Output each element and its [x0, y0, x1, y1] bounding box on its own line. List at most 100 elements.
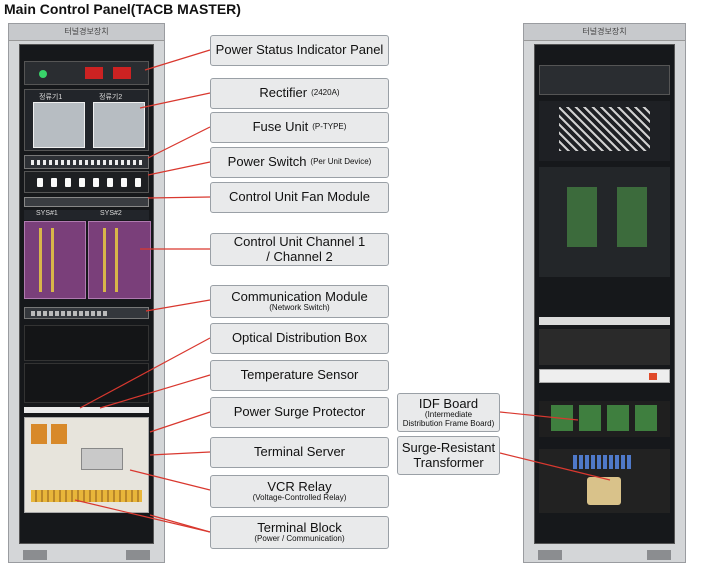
label-rectifier: Rectifier (2420A) — [210, 78, 389, 109]
channel-card — [103, 228, 106, 292]
label-line-1: Surge-Resistant — [401, 440, 496, 456]
label-communication-module: Communication Module (Network Switch) — [210, 285, 389, 318]
label-power-status-indicator-panel: Power Status Indicator Panel — [210, 35, 389, 66]
cabinet-foot — [126, 550, 150, 560]
switch-icon — [65, 178, 71, 187]
control-unit-channel-2 — [88, 221, 151, 299]
rear-shelf — [539, 317, 670, 325]
label-main-text: Rectifier — [259, 85, 308, 101]
power-switch-icon — [649, 373, 657, 380]
leader-line-terminal-block-2 — [74, 499, 211, 533]
label-main-text: Power Status Indicator Panel — [215, 42, 384, 58]
leader-line-fan-module — [147, 196, 211, 199]
transformer-unit — [539, 449, 670, 513]
rear-power-shelf — [539, 65, 670, 95]
label-power-switch: Power Switch (Per Unit Device) — [210, 147, 389, 178]
idf-board-unit — [539, 401, 670, 437]
rear-wiring-bundle — [539, 101, 670, 161]
green-board — [567, 187, 597, 247]
leader-line-surge-protector — [149, 411, 211, 433]
label-idf-board: IDF Board (Intermediate Distribution Fra… — [397, 393, 500, 432]
channel-card — [115, 228, 118, 292]
green-board — [617, 187, 647, 247]
switch-icon — [121, 178, 127, 187]
front-rack-interior: 정류기1 정류기2 SYS#1 SYS#2 — [19, 44, 154, 544]
leader-line-idf-board — [499, 411, 579, 421]
relay-bank — [81, 448, 123, 470]
power-strip — [539, 369, 670, 383]
label-power-surge-protector: Power Surge Protector — [210, 397, 389, 428]
transformer-body — [587, 477, 621, 505]
rear-cable-area — [539, 329, 670, 365]
channel-card — [39, 228, 42, 292]
page-title: Main Control Panel(TACB MASTER) — [4, 1, 241, 17]
label-main-text: Fuse Unit — [252, 119, 309, 135]
label-sub-text: (Network Switch) — [269, 303, 330, 313]
switch-icon — [93, 178, 99, 187]
meter-display-icon — [85, 67, 103, 79]
switch-icon — [135, 178, 141, 187]
leader-line-power-switch — [147, 161, 211, 176]
cabinet-foot — [23, 550, 47, 560]
leader-line-fuse-unit — [147, 126, 211, 159]
meter-display-icon — [113, 67, 131, 79]
label-sub-text-1: (Intermediate — [424, 409, 473, 419]
rectifier-2-module — [93, 102, 145, 148]
channel-card — [51, 228, 54, 292]
rear-cabinet: 터널경보장치 — [523, 23, 686, 563]
switch-icon — [107, 178, 113, 187]
label-main-text: Control Unit Fan Module — [229, 189, 370, 205]
label-control-unit-channel: Control Unit Channel 1 / Channel 2 — [210, 233, 389, 266]
label-vcr-relay: VCR Relay (Voltage-Controlled Relay) — [210, 475, 389, 508]
leader-line-vcr-relay — [129, 469, 211, 491]
label-main-text: Power Surge Protector — [233, 404, 366, 420]
label-line-1: Control Unit Channel 1 — [233, 234, 366, 250]
label-control-unit-fan-module: Control Unit Fan Module — [210, 182, 389, 213]
label-fuse-unit: Fuse Unit (P-TYPE) — [210, 112, 389, 143]
rectifier-unit: 정류기1 정류기2 — [24, 89, 149, 151]
fan-module-unit — [24, 197, 149, 207]
label-temperature-sensor: Temperature Sensor — [210, 360, 389, 391]
leader-line-rectifier — [139, 92, 211, 109]
control-unit-header: SYS#1 SYS#2 — [24, 210, 149, 220]
transformer-terminal — [573, 455, 633, 469]
cabinet-header: 터널경보장치 — [524, 24, 685, 41]
switch-icon — [51, 178, 57, 187]
switch-ports — [31, 311, 108, 316]
label-main-text: Power Switch — [227, 154, 307, 170]
label-surge-resistant-transformer: Surge-Resistant Transformer — [397, 436, 500, 475]
cabinet-foot — [647, 550, 671, 560]
label-line-2: Transformer — [413, 454, 484, 470]
surge-protector-module — [31, 424, 47, 444]
label-main-text: IDF Board — [418, 395, 479, 411]
rectifier-2-label: 정류기2 — [99, 94, 123, 101]
front-cabinet: 터널경보장치 정류기1 정류기2 — [8, 23, 165, 563]
idf-module — [635, 405, 657, 431]
label-main-text: VCR Relay — [267, 478, 332, 494]
blank-panel — [24, 363, 149, 403]
leader-line-temp-sensor — [99, 374, 211, 409]
label-main-text: Temperature Sensor — [240, 367, 359, 383]
label-main-text: Terminal Block — [257, 519, 342, 535]
idf-module — [607, 405, 629, 431]
label-inline-text: (2420A) — [311, 88, 340, 98]
sys1-label: SYS#1 — [36, 210, 58, 217]
cabinet-foot — [538, 550, 562, 560]
label-terminal-server: Terminal Server — [210, 437, 389, 468]
label-sub-text: (Power / Communication) — [254, 534, 345, 544]
terminal-block-row — [31, 490, 142, 502]
label-main-text: Terminal Server — [253, 444, 346, 460]
power-status-panel-unit — [24, 61, 149, 85]
label-inline-text: (Per Unit Device) — [310, 157, 372, 167]
network-switch-unit — [24, 307, 149, 319]
optical-distribution-box-unit — [24, 325, 149, 361]
rectifier-1-module — [33, 102, 85, 148]
terminal-area — [24, 417, 149, 513]
control-unit-channel-1 — [24, 221, 86, 299]
rear-board-area — [539, 167, 670, 277]
label-inline-text: (P-TYPE) — [312, 122, 347, 132]
leader-line-transformer — [499, 452, 611, 481]
idf-module — [579, 405, 601, 431]
power-switch-unit — [24, 171, 149, 193]
